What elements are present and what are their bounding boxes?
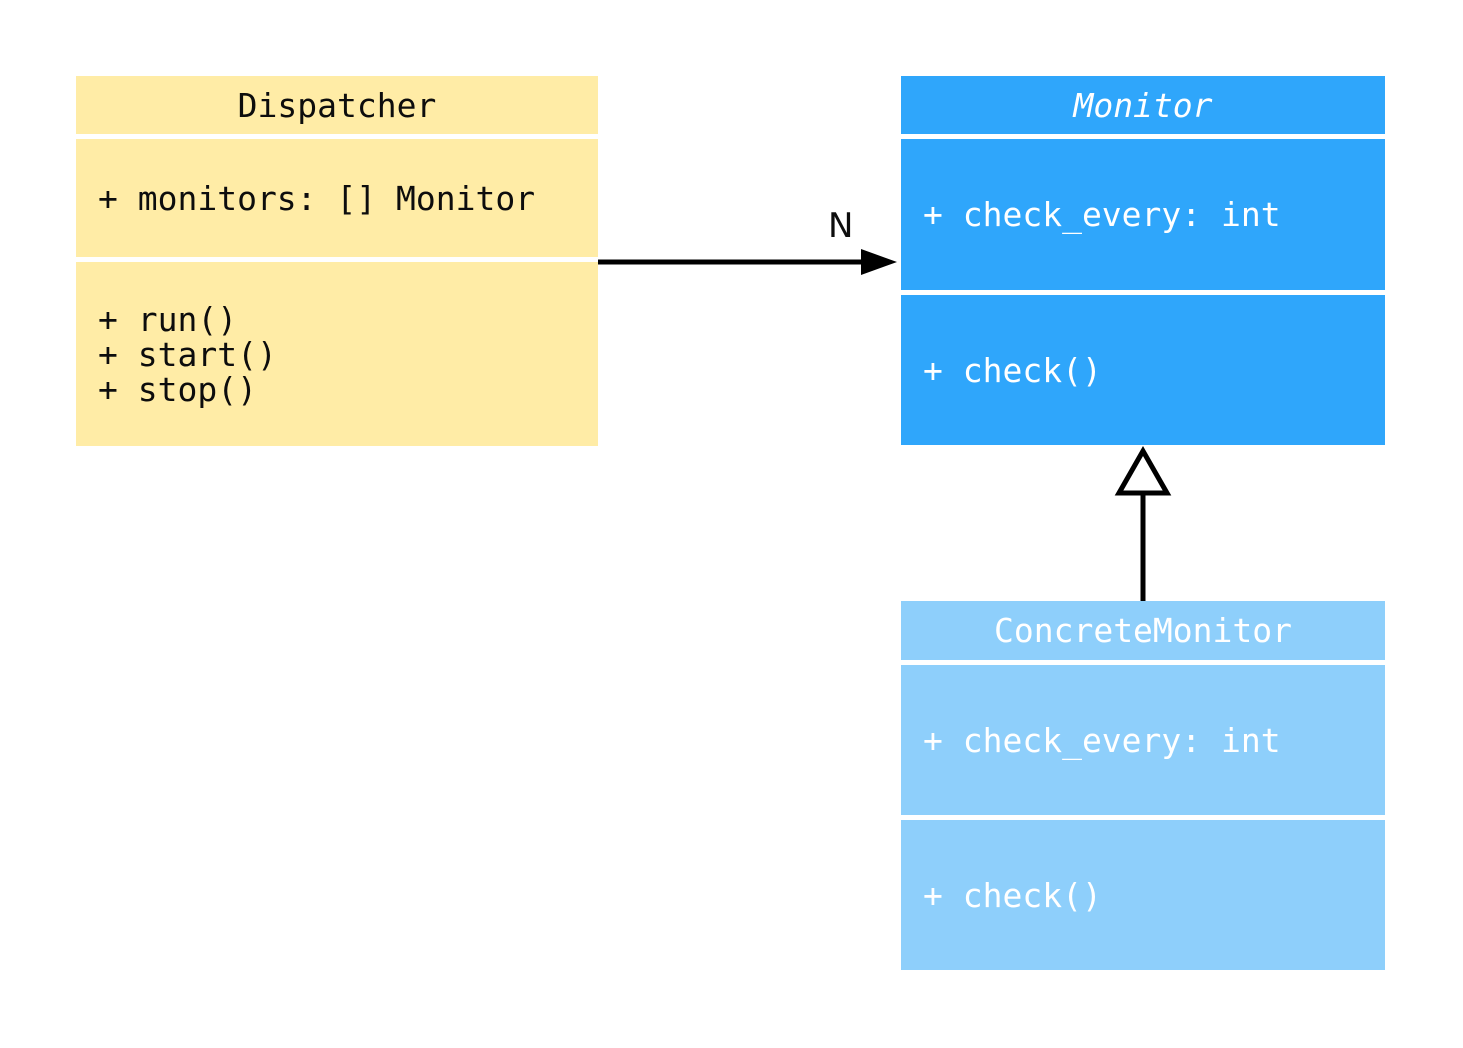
method-item: + start() xyxy=(98,334,277,374)
attribute-item: + monitors: [] Monitor xyxy=(98,178,536,218)
association-multiplicity-label: N xyxy=(828,206,854,246)
association-dispatcher-to-monitor xyxy=(598,249,897,275)
class-box-concretemonitor: ConcreteMonitor + check_every: int + che… xyxy=(901,601,1385,970)
class-title-concretemonitor: ConcreteMonitor xyxy=(901,601,1385,660)
class-title-monitor: Monitor xyxy=(901,76,1385,134)
method-item: + run() xyxy=(98,299,238,339)
association-arrowhead-icon xyxy=(861,249,897,275)
class-attributes-monitor: + check_every: int xyxy=(901,139,1385,290)
class-methods-concretemonitor: + check() xyxy=(901,820,1385,970)
method-item: + check() xyxy=(923,875,1102,915)
attribute-item: + check_every: int xyxy=(923,195,1281,234)
method-item: + check() xyxy=(923,350,1102,390)
inheritance-concretemonitor-to-monitor xyxy=(1114,445,1172,601)
class-attributes-concretemonitor: + check_every: int xyxy=(901,665,1385,815)
class-methods-monitor: + check() xyxy=(901,295,1385,445)
method-item: + stop() xyxy=(98,369,257,409)
class-title-dispatcher: Dispatcher xyxy=(76,76,598,134)
attribute-item: + check_every: int xyxy=(923,720,1281,760)
class-methods-dispatcher: + run() + start() + stop() xyxy=(76,262,598,446)
class-box-monitor: Monitor + check_every: int + check() xyxy=(901,76,1385,445)
class-box-dispatcher: Dispatcher + monitors: [] Monitor + run(… xyxy=(76,76,598,446)
class-attributes-dispatcher: + monitors: [] Monitor xyxy=(76,139,598,257)
inheritance-hollow-triangle-icon xyxy=(1114,445,1172,496)
